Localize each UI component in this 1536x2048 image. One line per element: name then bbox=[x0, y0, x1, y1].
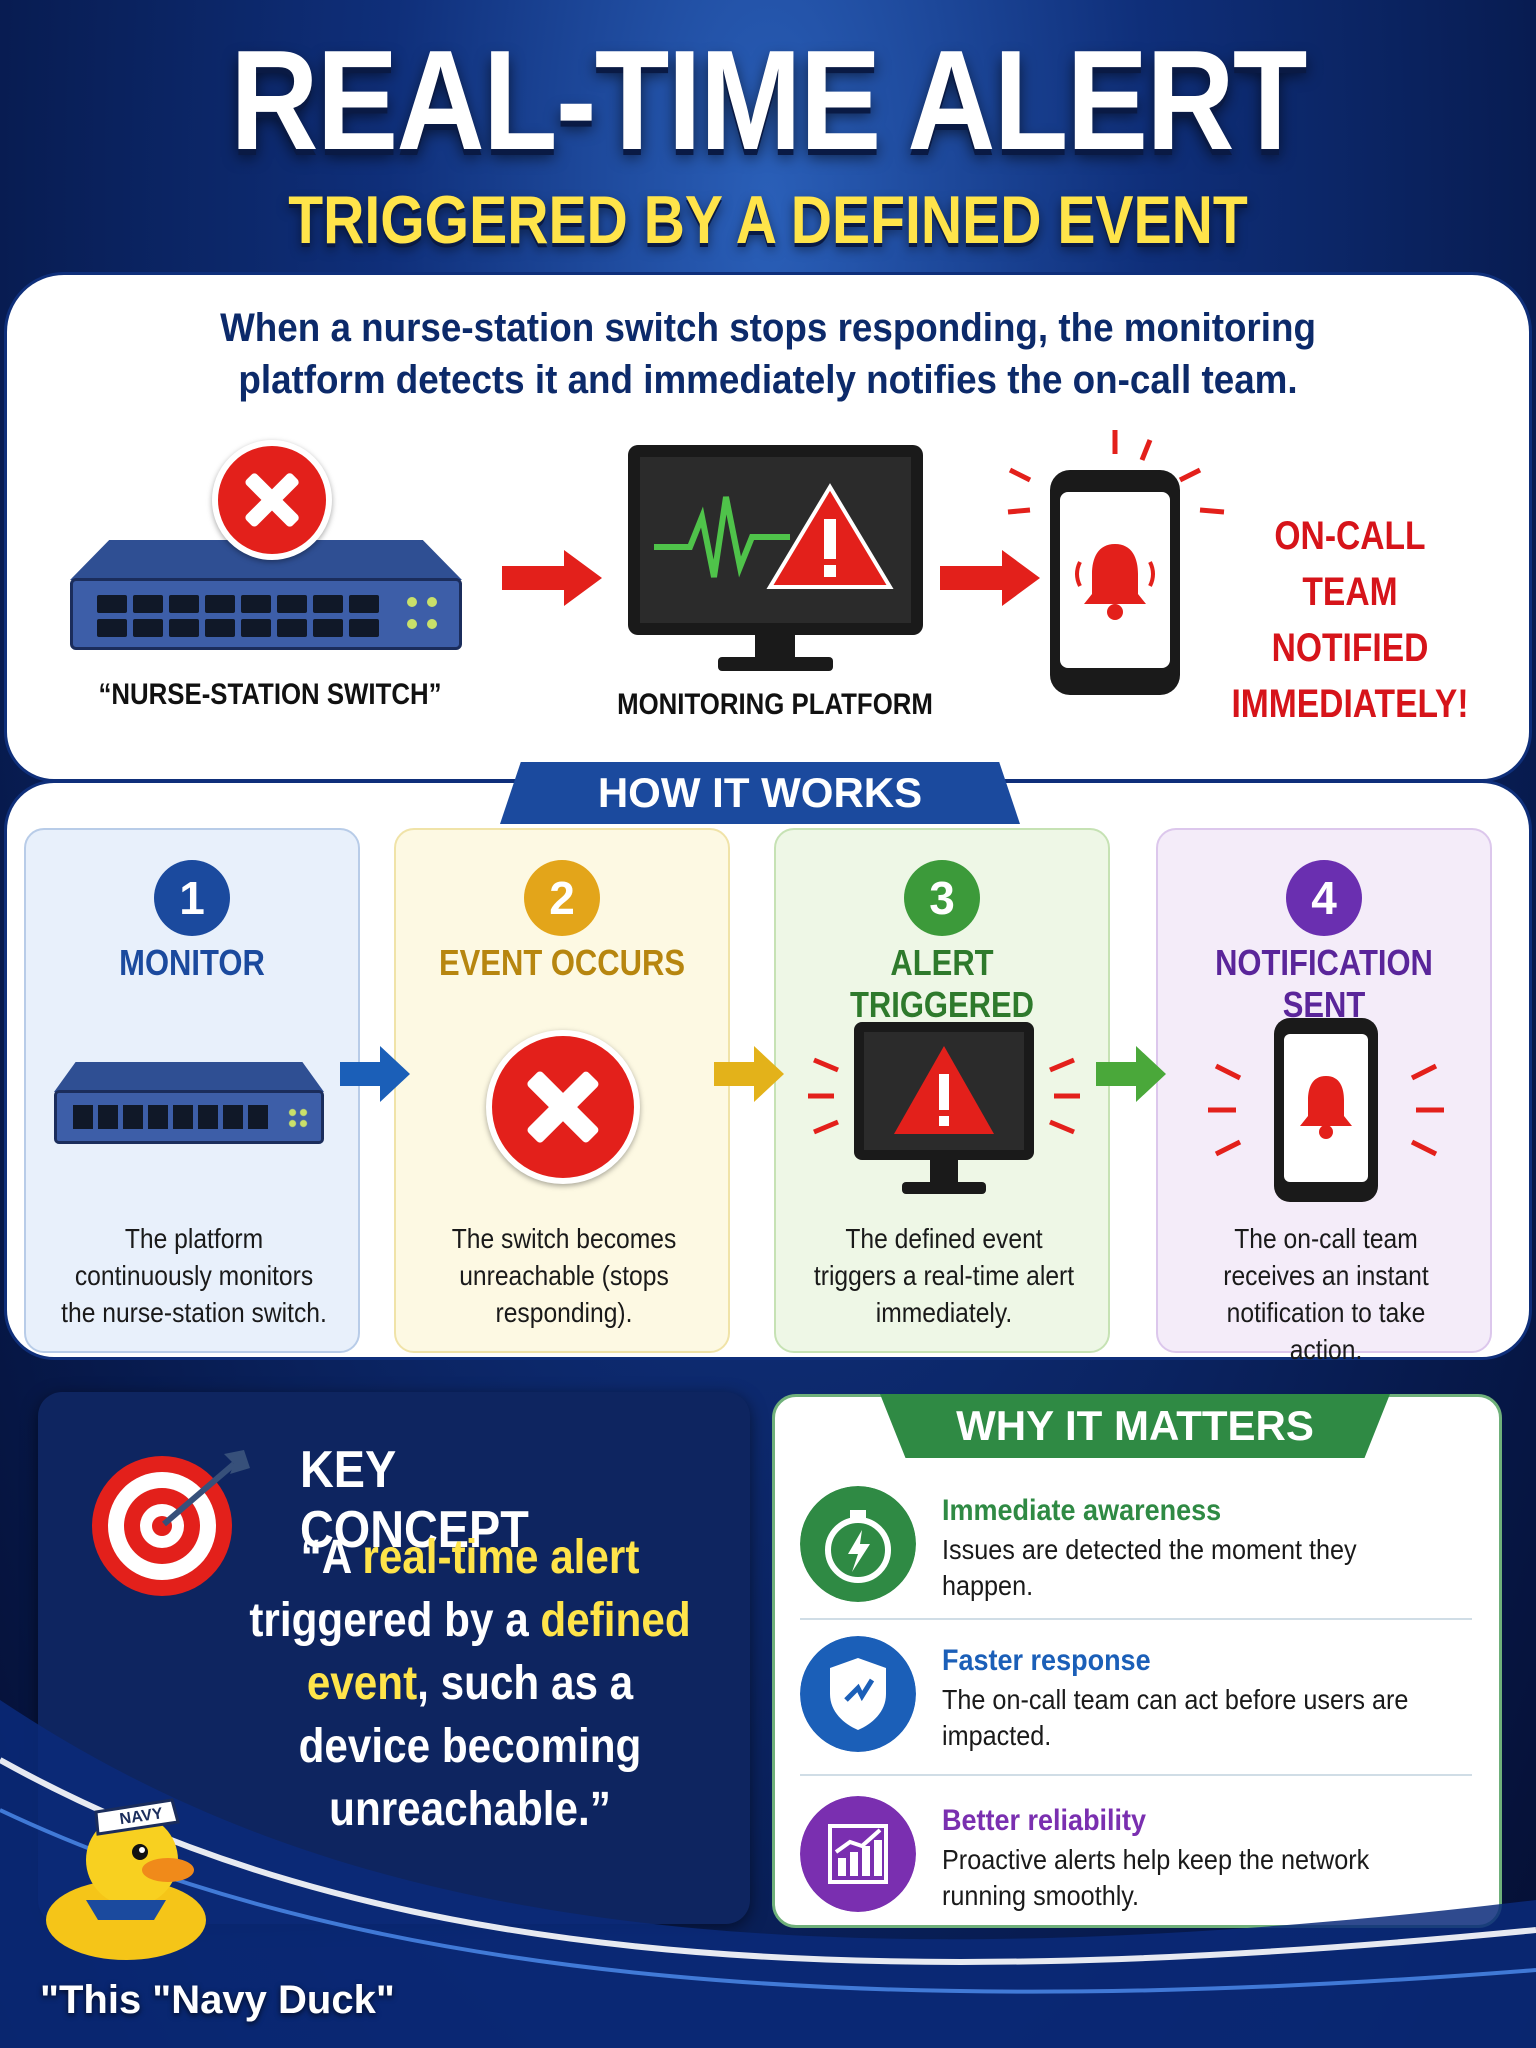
quote-text: triggered by a bbox=[249, 1594, 541, 1647]
step-card: 1 MONITOR The platform continuously moni… bbox=[24, 828, 360, 1353]
why-item-text: Issues are detected the moment they happ… bbox=[942, 1534, 1357, 1601]
page-title: REAL-TIME ALERT bbox=[230, 21, 1307, 180]
why-item-heading: Faster response bbox=[942, 1644, 1151, 1677]
key-concept-title: KEY CONCEPT bbox=[300, 1441, 529, 1559]
step-card: 4 NOTIFICATION SENT The on-call team rec… bbox=[1156, 828, 1492, 1365]
shield-icon bbox=[800, 1636, 916, 1752]
how-it-works-banner: HOW IT WORKS bbox=[500, 762, 1020, 824]
arrow-right-icon bbox=[714, 1046, 784, 1102]
arrow-right-icon bbox=[1096, 1046, 1166, 1102]
growth-chart-icon bbox=[800, 1796, 916, 1912]
monitor-icon bbox=[628, 445, 923, 675]
oncall-line-2: NOTIFIED bbox=[1271, 626, 1429, 670]
step-title: NOTIFICATION SENT bbox=[1215, 942, 1433, 1025]
quote-text: , such as a device becoming unreachable.… bbox=[298, 1657, 642, 1836]
why-it-matters-banner: WHY IT MATTERS bbox=[880, 1394, 1390, 1458]
arrow-right-icon bbox=[502, 550, 602, 606]
stopwatch-icon bbox=[800, 1486, 916, 1602]
why-item: Immediate awareness Issues are detected … bbox=[800, 1486, 1480, 1626]
navy-duck-mascot: NAVY bbox=[46, 1798, 206, 1960]
error-x-icon bbox=[212, 440, 332, 560]
step-title: MONITOR bbox=[119, 942, 265, 983]
alert-monitor-icon bbox=[808, 1022, 1080, 1194]
arrow-right-icon bbox=[940, 550, 1040, 606]
step-description: The switch becomes unreachable (stops re… bbox=[451, 1223, 677, 1328]
oncall-notified-text: ON-CALL TEAM NOTIFIED IMMEDIATELY! bbox=[1228, 508, 1472, 732]
intro-text: When a nurse-station switch stops respon… bbox=[220, 306, 1316, 402]
step-card: 3 ALERT TRIGGERED The defined event trig… bbox=[774, 828, 1110, 1353]
step-description: The platform continuously monitors the n… bbox=[61, 1223, 327, 1328]
step-title: EVENT OCCURS bbox=[439, 942, 685, 983]
switch-label: “NURSE-STATION SWITCH” bbox=[98, 678, 442, 711]
step-number: 3 bbox=[904, 860, 980, 936]
step-description: The on-call team receives an instant not… bbox=[1223, 1223, 1429, 1365]
why-item: Better reliability Proactive alerts help… bbox=[800, 1796, 1480, 1936]
step-title: ALERT TRIGGERED bbox=[849, 942, 1035, 1025]
key-concept-quote: “A real-time alert triggered by a define… bbox=[241, 1526, 699, 1841]
hat-text: NAVY bbox=[119, 1805, 165, 1828]
why-item-heading: Immediate awareness bbox=[942, 1494, 1222, 1527]
why-item-heading: Better reliability bbox=[942, 1804, 1147, 1837]
monitor-label: MONITORING PLATFORM bbox=[617, 688, 933, 721]
step-number: 2 bbox=[524, 860, 600, 936]
oncall-line-1: ON-CALL TEAM bbox=[1274, 514, 1426, 614]
why-item: Faster response The on-call team can act… bbox=[800, 1636, 1480, 1776]
why-item-text: The on-call team can act before users ar… bbox=[942, 1684, 1409, 1751]
error-x-icon bbox=[486, 1030, 640, 1184]
divider bbox=[800, 1618, 1472, 1620]
signal-rays-icon bbox=[1007, 430, 1225, 515]
arrow-right-icon bbox=[340, 1046, 410, 1102]
oncall-line-3: IMMEDIATELY! bbox=[1231, 682, 1469, 726]
step-number: 4 bbox=[1286, 860, 1362, 936]
quote-highlight: defined event bbox=[306, 1594, 691, 1710]
target-icon bbox=[92, 1450, 250, 1596]
network-switch-icon bbox=[54, 1062, 324, 1152]
step-number: 1 bbox=[154, 860, 230, 936]
why-item-text: Proactive alerts help keep the network r… bbox=[942, 1844, 1370, 1911]
notification-phone-icon bbox=[1208, 1018, 1444, 1202]
quote-highlight: real-time alert bbox=[362, 1531, 640, 1584]
divider bbox=[800, 1774, 1472, 1776]
quote-text: “A bbox=[300, 1531, 363, 1584]
step-description: The defined event triggers a real-time a… bbox=[813, 1223, 1075, 1328]
mascot-caption: "This "Navy Duck" bbox=[40, 1978, 395, 2022]
page-subtitle: TRIGGERED BY A DEFINED EVENT bbox=[288, 182, 1248, 258]
header: REAL-TIME ALERT TRIGGERED BY A DEFINED E… bbox=[0, 21, 1536, 258]
step-card: 2 EVENT OCCURS The switch becomes unreac… bbox=[394, 828, 730, 1353]
phone-icon bbox=[1050, 470, 1180, 695]
